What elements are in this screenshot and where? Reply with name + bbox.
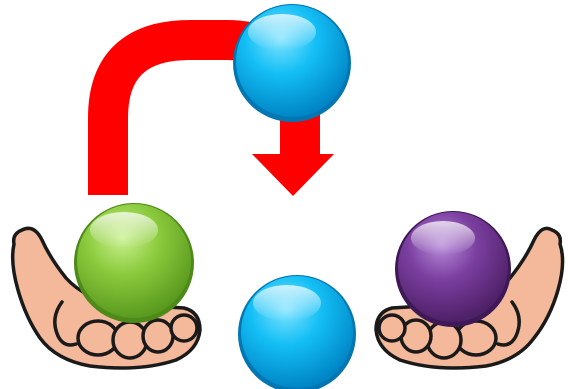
blue-ball-bottom-icon [238,275,356,389]
blue-ball-top-icon [233,4,351,122]
purple-ball-icon [395,211,511,327]
green-ball-icon [74,203,194,323]
